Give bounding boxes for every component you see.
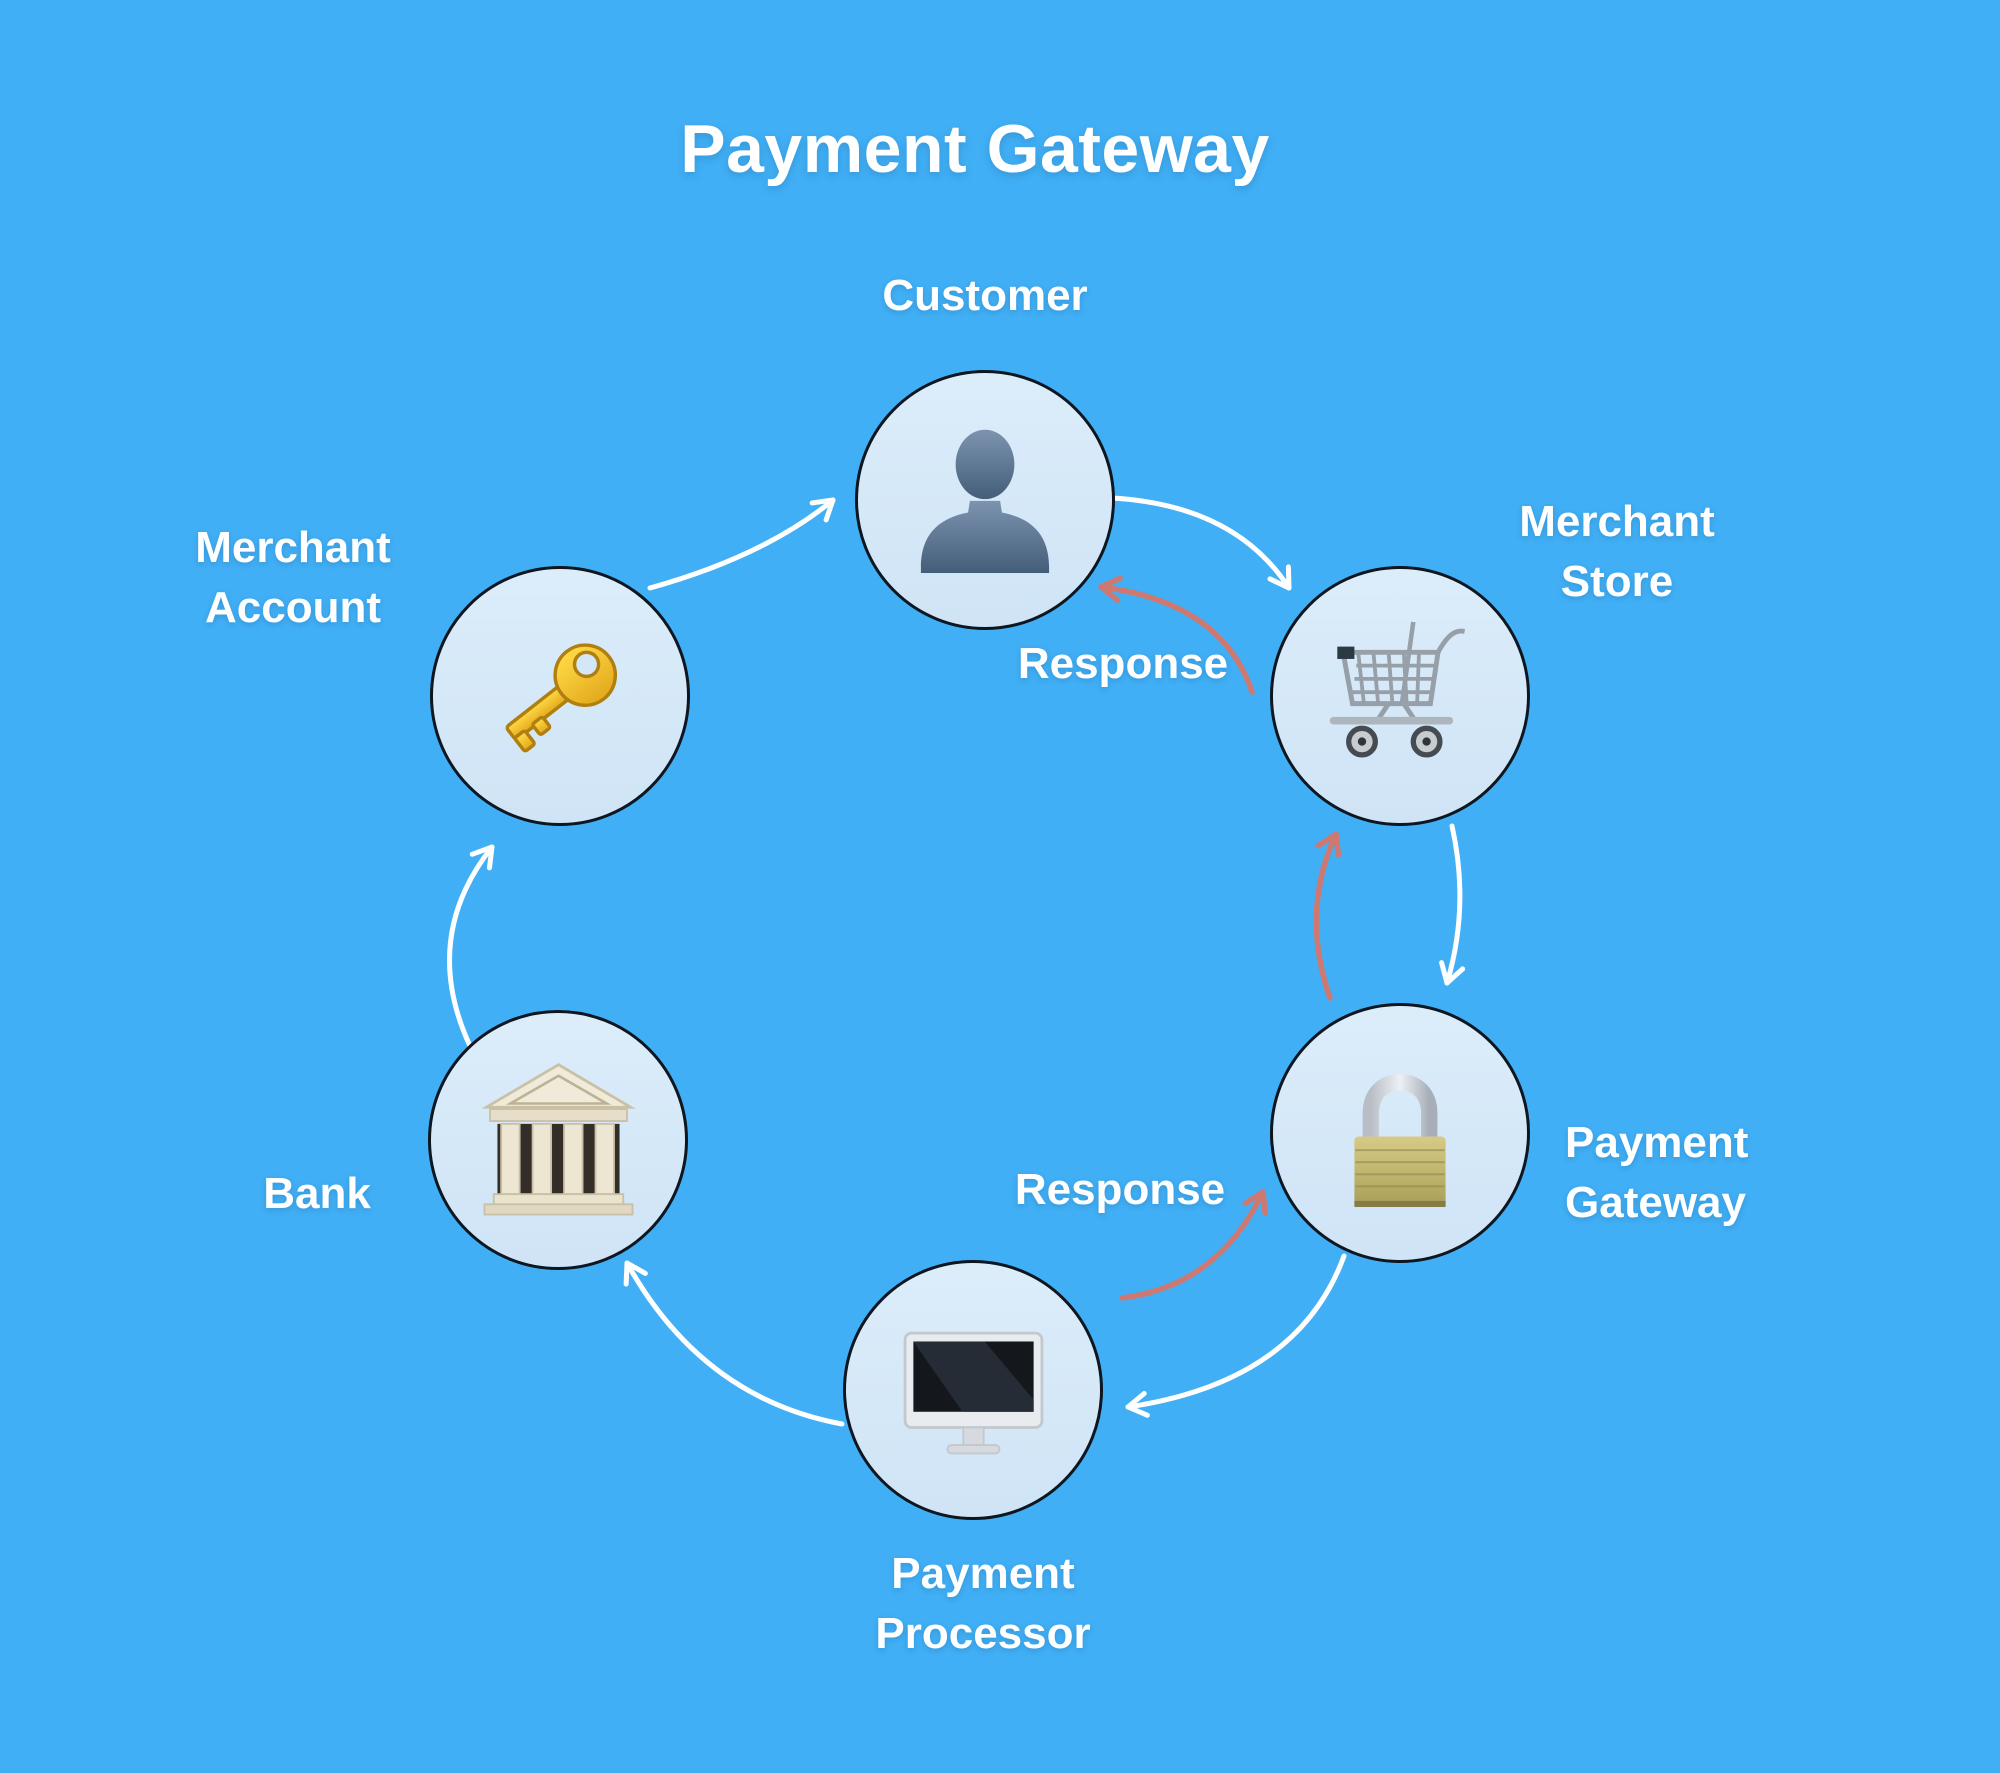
key-icon: [505, 643, 618, 753]
flow-arrow-customer-to-merchant-store: [1109, 495, 1292, 591]
person-icon: [920, 429, 1050, 573]
node-label-merchant-account: Merchant Account: [195, 523, 391, 632]
desktop-computer-icon: [903, 1331, 1043, 1454]
node-label-payment-processor: Payment Processor: [875, 1549, 1091, 1658]
node-label-customer: Customer: [882, 271, 1088, 320]
node-payment-gateway: [1270, 1003, 1530, 1263]
response-arrow-payment-processor-to-payment-gateway: [1119, 1189, 1268, 1301]
node-label-bank: Bank: [263, 1169, 371, 1218]
response-arrow-merchant-store-to-customer: [1098, 575, 1255, 695]
node-payment-processor: [843, 1260, 1103, 1520]
node-bank: [428, 1010, 688, 1270]
flow-arrow-merchant-store-to-payment-gateway: [1439, 823, 1466, 986]
node-merchant-account: [430, 566, 690, 826]
node-merchant-store: [1270, 566, 1530, 826]
node-label-merchant-store: Merchant Store: [1519, 497, 1715, 606]
response-label-bottom: Response: [1014, 1165, 1226, 1214]
flow-arrow-payment-processor-to-bank: [623, 1260, 845, 1427]
flow-arrow-bank-to-merchant-account: [447, 844, 495, 1049]
response-label-top: Response: [1017, 639, 1229, 688]
flow-arrow-payment-gateway-to-payment-processor: [1125, 1253, 1347, 1418]
node-customer: [855, 370, 1115, 630]
padlock-icon: [1354, 1074, 1446, 1207]
node-label-payment-gateway: Payment Gateway: [1565, 1118, 1749, 1227]
bank-building-icon: [480, 1062, 636, 1215]
shopping-cart-icon: [1329, 621, 1466, 758]
diagram-title: Payment Gateway: [680, 111, 1270, 187]
response-arrow-payment-gateway-to-merchant-store: [1313, 831, 1342, 1001]
flow-arrow-merchant-account-to-customer: [647, 497, 836, 591]
